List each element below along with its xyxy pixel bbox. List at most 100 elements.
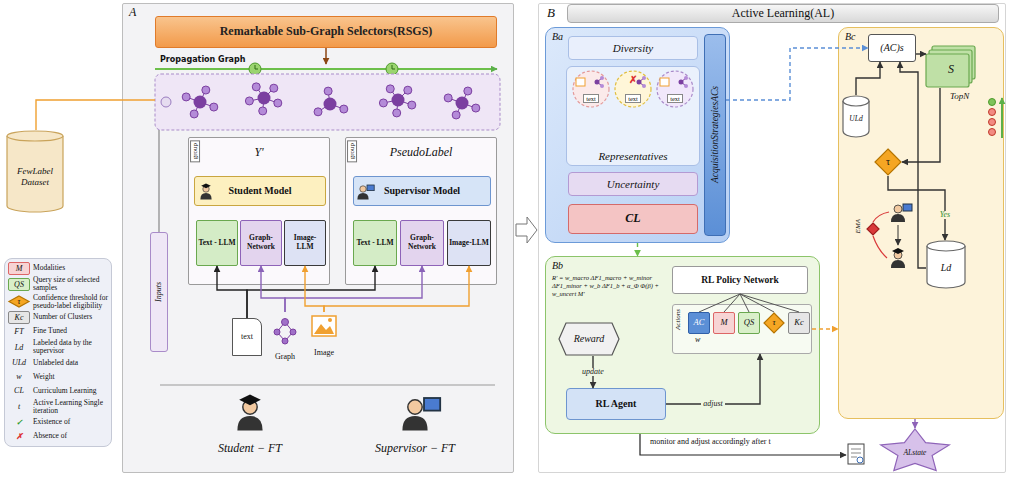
sample-icon <box>600 76 604 80</box>
legend-swatch: Kc <box>8 311 30 324</box>
agent-box: RL Agent <box>566 388 666 420</box>
legend-row: τConfidence threshold for pseudo-label e… <box>8 294 108 311</box>
inputs-link <box>158 130 159 232</box>
dataset-link <box>122 100 155 101</box>
sample-stack: S <box>926 46 976 88</box>
rank-markers <box>989 129 996 136</box>
sample-icon <box>660 78 669 86</box>
policy-links <box>740 294 799 312</box>
report-icon <box>857 457 863 463</box>
sample-icon <box>679 80 684 85</box>
node-label: group <box>190 140 200 162</box>
connector <box>900 62 926 268</box>
separator-line <box>160 385 495 386</box>
sample-circle-outline <box>573 71 609 107</box>
strategy-box: CL <box>568 204 698 234</box>
student-icon <box>891 260 905 268</box>
node-label: Kc <box>794 318 803 328</box>
graph-icon <box>290 329 296 335</box>
text-input: text <box>232 318 262 356</box>
strategy-box: Diversity <box>568 36 698 60</box>
image-encoder: Image-LLM <box>447 220 491 266</box>
node-label: RL Policy Network <box>701 275 779 286</box>
flow-arrow <box>516 217 537 243</box>
supervisor-icon <box>360 186 366 192</box>
node-label: B <box>547 6 555 21</box>
legend-row: FTFine Tuned <box>8 325 108 338</box>
node-label: Uncertainty <box>607 178 660 191</box>
node-label: AcquisitionStrategiesACs <box>710 86 721 183</box>
rank-markers <box>1001 98 1003 138</box>
node-label: Student Model <box>228 185 291 197</box>
edge-label: Yes <box>938 211 952 220</box>
edge-label: adjust <box>701 400 725 409</box>
graph-cluster <box>270 84 278 92</box>
supervisor-icon <box>402 398 440 430</box>
selector-box: Remarkable Sub-Graph Selectors(RSGS) <box>155 16 497 48</box>
threshold-diamond-outline <box>875 149 901 175</box>
selector-arrow <box>325 48 327 64</box>
sample-icon <box>576 78 585 86</box>
graph-encoder: Graph-Network <box>240 220 282 266</box>
legend-panel: MModalitiesQSQuery size of selected samp… <box>4 258 112 447</box>
legend-swatch: τ <box>8 295 30 308</box>
sample-circle: text <box>656 70 694 108</box>
sample-icon <box>642 76 646 80</box>
edge-label: update <box>580 368 606 377</box>
supervisor-icon <box>402 416 427 430</box>
connector <box>261 266 285 312</box>
connector <box>36 100 122 130</box>
report-icon <box>848 444 864 464</box>
supervisor-icon <box>408 400 422 414</box>
legend-swatch: M <box>8 262 30 275</box>
model-update-arrow <box>898 225 899 245</box>
connector <box>856 62 880 95</box>
node-label: Remarkable Sub-Graph Selectors(RSGS) <box>220 25 433 39</box>
graph-cluster <box>379 85 415 117</box>
graph-cluster <box>392 94 405 107</box>
graph-strip <box>155 74 500 130</box>
node-label: Image <box>314 348 334 357</box>
connector <box>324 266 469 312</box>
legend-symbol: Ld <box>15 343 23 352</box>
node-label: R′ = w_macro ΔF1_macro + w_minor ΔF1_min… <box>552 274 668 298</box>
legend-text: Number of Clusters <box>33 313 108 321</box>
student-icon <box>892 248 904 254</box>
propagation-arrow <box>255 65 395 69</box>
node-label: τ <box>886 156 890 168</box>
graph-cluster <box>472 104 480 112</box>
graph-strip <box>161 97 171 107</box>
dataset-cylinder-outline <box>7 131 63 141</box>
sample-icon <box>595 80 600 85</box>
node-label: (AC)s <box>880 42 903 54</box>
graph-cluster <box>314 87 348 116</box>
node-label: Inputs <box>154 282 163 302</box>
student-icon <box>237 416 262 430</box>
image-icon <box>328 318 332 322</box>
node-label: τ <box>772 318 775 328</box>
sample-icon <box>684 84 688 88</box>
legend-text: Absence of <box>33 432 108 440</box>
ema-diamond-outline <box>867 223 879 235</box>
connector <box>812 328 838 329</box>
node-label: Y' <box>189 146 329 160</box>
legend-row: ✓Existence of <box>8 416 108 429</box>
legend-swatch: ✓ <box>8 416 30 429</box>
node-label: text <box>667 94 683 103</box>
student-icon <box>237 394 262 430</box>
connector <box>666 354 760 404</box>
node-label: Diversity <box>613 42 653 55</box>
rank-markers <box>989 99 996 106</box>
student-icon <box>201 183 211 188</box>
rank-markers <box>989 98 1003 138</box>
legend-symbol: τ <box>18 297 21 306</box>
node-label: RL Agent <box>596 398 637 410</box>
student-model: Student Model <box>194 176 326 206</box>
node-label: Student − FT <box>218 442 282 456</box>
data-cylinder-outline <box>927 246 965 288</box>
connector <box>305 266 324 312</box>
legend-row: KcNumber of Clusters <box>8 311 108 324</box>
sample-circle-outline <box>657 71 693 107</box>
reward-hexagon: Reward <box>558 322 620 356</box>
node-label: A <box>129 6 136 20</box>
